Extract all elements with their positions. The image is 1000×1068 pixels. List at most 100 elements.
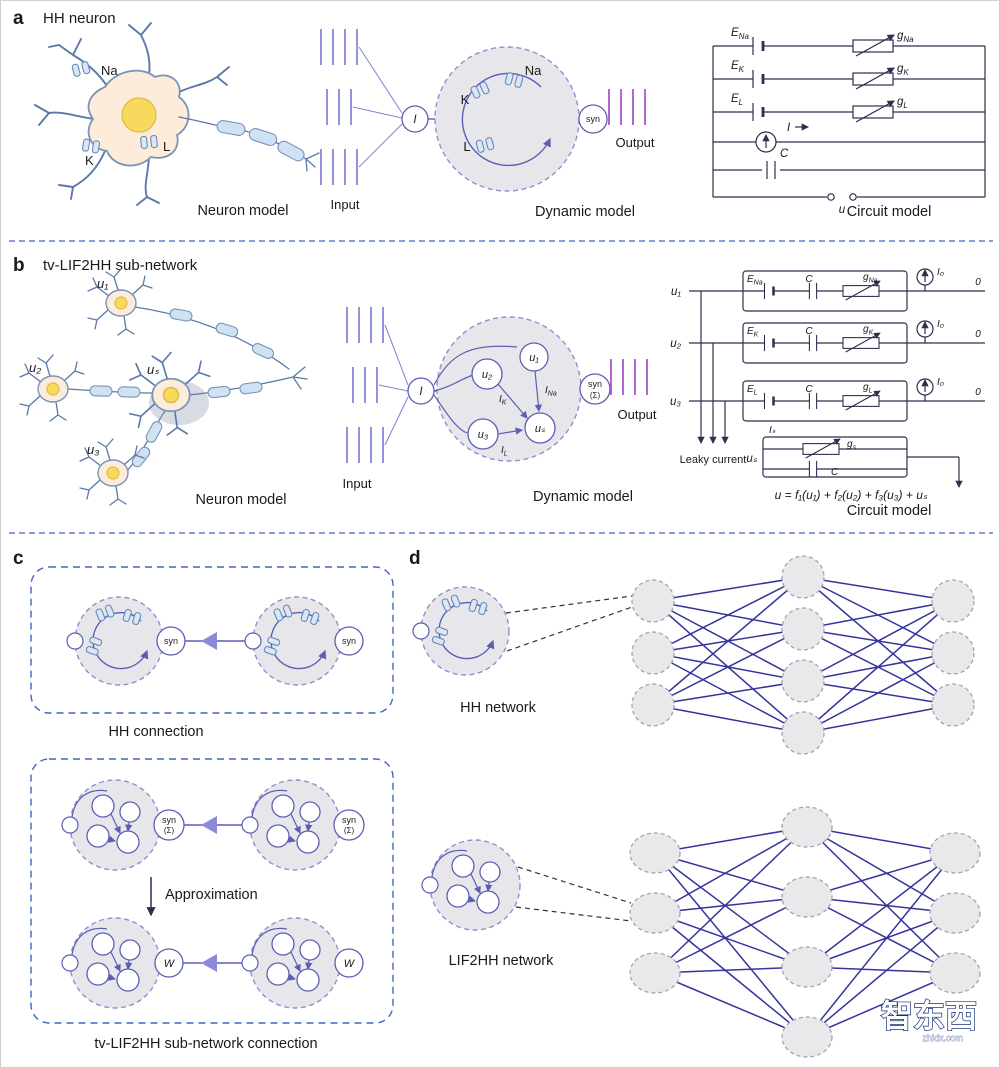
network-node xyxy=(629,892,681,934)
syn-label: syn xyxy=(164,636,178,646)
terminal xyxy=(827,193,835,201)
inner-curve xyxy=(433,374,474,392)
label-c: C xyxy=(805,274,813,285)
label-c: C xyxy=(780,148,789,160)
label-us: uₛ xyxy=(147,362,159,377)
label-zero: 0 xyxy=(975,329,981,340)
battery-ek xyxy=(751,68,765,90)
dynamic-model-b: I u₂ u₁ u₃ uₛ IK INa IL syn (Σ) Input xyxy=(343,306,657,505)
network-node xyxy=(781,659,825,703)
label-i0: I₀ xyxy=(937,377,944,388)
current-source xyxy=(756,132,776,152)
subnet-core-circle xyxy=(436,316,582,462)
terminal xyxy=(849,193,857,201)
resistor-gl xyxy=(853,101,894,122)
myelin-segment xyxy=(143,419,165,445)
network-node xyxy=(931,683,975,727)
circuit-model-b: ENa C gNa I₀ 0 u₁ EK C gK I₀ 0 u₂ xyxy=(670,267,985,519)
panel-d: d HH network xyxy=(409,548,981,1058)
label-gk: gK xyxy=(897,63,909,77)
resistor-gk xyxy=(853,68,894,89)
axon xyxy=(178,116,320,172)
arrow-u1-us xyxy=(534,370,543,413)
syn-node xyxy=(579,373,611,405)
lif-connection-box xyxy=(30,758,394,1024)
input-spike-train xyxy=(320,28,358,66)
label-c: C xyxy=(805,384,813,395)
label-ek: EK xyxy=(731,60,745,74)
panel-b: b tv-LIF2HH sub-network u₁ u₂ uₛ u₃ xyxy=(13,255,985,519)
myelin-segment xyxy=(117,386,141,398)
channel-label-l: L xyxy=(163,139,170,154)
input-current-label: I xyxy=(419,386,423,398)
input-label: Input xyxy=(343,476,372,491)
panel-b-tag: b xyxy=(13,255,25,276)
watermark-subtext: zhidx.com xyxy=(922,1033,963,1043)
caption-circuit-model-b: Circuit model xyxy=(847,503,932,519)
input-spike-train xyxy=(346,306,384,344)
caption-neuron-model-b: Neuron model xyxy=(195,492,286,508)
input-fan-lines xyxy=(378,324,409,446)
network-node xyxy=(631,579,675,623)
label-gl: gL xyxy=(863,382,873,395)
row-label-u1: u₁ xyxy=(671,286,681,298)
approximation-label: Approximation xyxy=(165,887,258,903)
network-node xyxy=(781,876,833,918)
myelin-segment xyxy=(89,385,113,397)
myelin-segment xyxy=(206,385,232,399)
hh-neuron-mini xyxy=(67,597,163,685)
battery-el xyxy=(751,101,765,123)
channel-label-na: Na xyxy=(525,63,542,78)
arrow-u3-us xyxy=(497,427,524,435)
node-u3 xyxy=(467,418,499,450)
subnet-mini xyxy=(242,780,340,870)
panel-c-tag: c xyxy=(13,548,24,569)
network-node xyxy=(781,607,825,651)
syn-label: syn xyxy=(162,815,176,825)
output-label: Output xyxy=(617,407,656,422)
dynamic-model-a: I K Na L syn Input Output Dynamic model xyxy=(320,28,655,220)
node-u3-label: u₃ xyxy=(478,429,489,441)
hh-connection-box xyxy=(30,566,394,714)
label-i: I xyxy=(787,122,791,134)
label-il: IL xyxy=(501,445,508,458)
output-label: Output xyxy=(615,135,654,150)
label-zero: 0 xyxy=(975,387,981,398)
input-spike-train xyxy=(352,366,378,404)
caption-lif-connection: tv-LIF2HH sub-network connection xyxy=(94,1036,317,1052)
network-node xyxy=(781,1016,833,1058)
node-us xyxy=(524,412,556,444)
panel-b-title: tv-LIF2HH sub-network xyxy=(43,257,198,274)
label-is: Iₛ xyxy=(769,425,776,436)
input-spike-train xyxy=(320,148,358,186)
syn-label: syn xyxy=(342,636,356,646)
hh-core-circle xyxy=(434,46,580,192)
channel-label-k: K xyxy=(85,153,94,168)
subnet-mini xyxy=(242,918,340,1008)
subnet-mini xyxy=(62,918,160,1008)
network-edges xyxy=(654,826,808,1038)
myelin-segment xyxy=(250,341,276,361)
myelin-segment xyxy=(238,380,264,396)
caption-hh-network: HH network xyxy=(460,700,536,716)
synapse-triangle xyxy=(201,954,217,972)
panel-d-tag: d xyxy=(409,548,421,569)
network-node xyxy=(929,892,981,934)
node-u2-label: u₂ xyxy=(482,369,493,381)
lif2hh-network: LIF2HH network xyxy=(422,806,981,1058)
hh-network: HH network xyxy=(413,555,975,755)
label-el: EL xyxy=(747,384,758,397)
network-edges xyxy=(802,576,954,734)
label-gs: gs xyxy=(847,439,857,452)
network-node xyxy=(781,946,833,988)
label-c: C xyxy=(831,467,839,478)
label-u1: u₁ xyxy=(97,276,108,291)
synapse-triangle xyxy=(201,632,217,650)
circuit-model-a: ENa gNa EK gK EL gL I C u Circuit model xyxy=(712,27,986,220)
output-spike-train xyxy=(610,358,648,396)
myelin-segment xyxy=(247,126,279,148)
inner-curve xyxy=(433,345,518,386)
arrow-u2-us xyxy=(497,383,528,419)
label-i0: I₀ xyxy=(937,267,944,278)
